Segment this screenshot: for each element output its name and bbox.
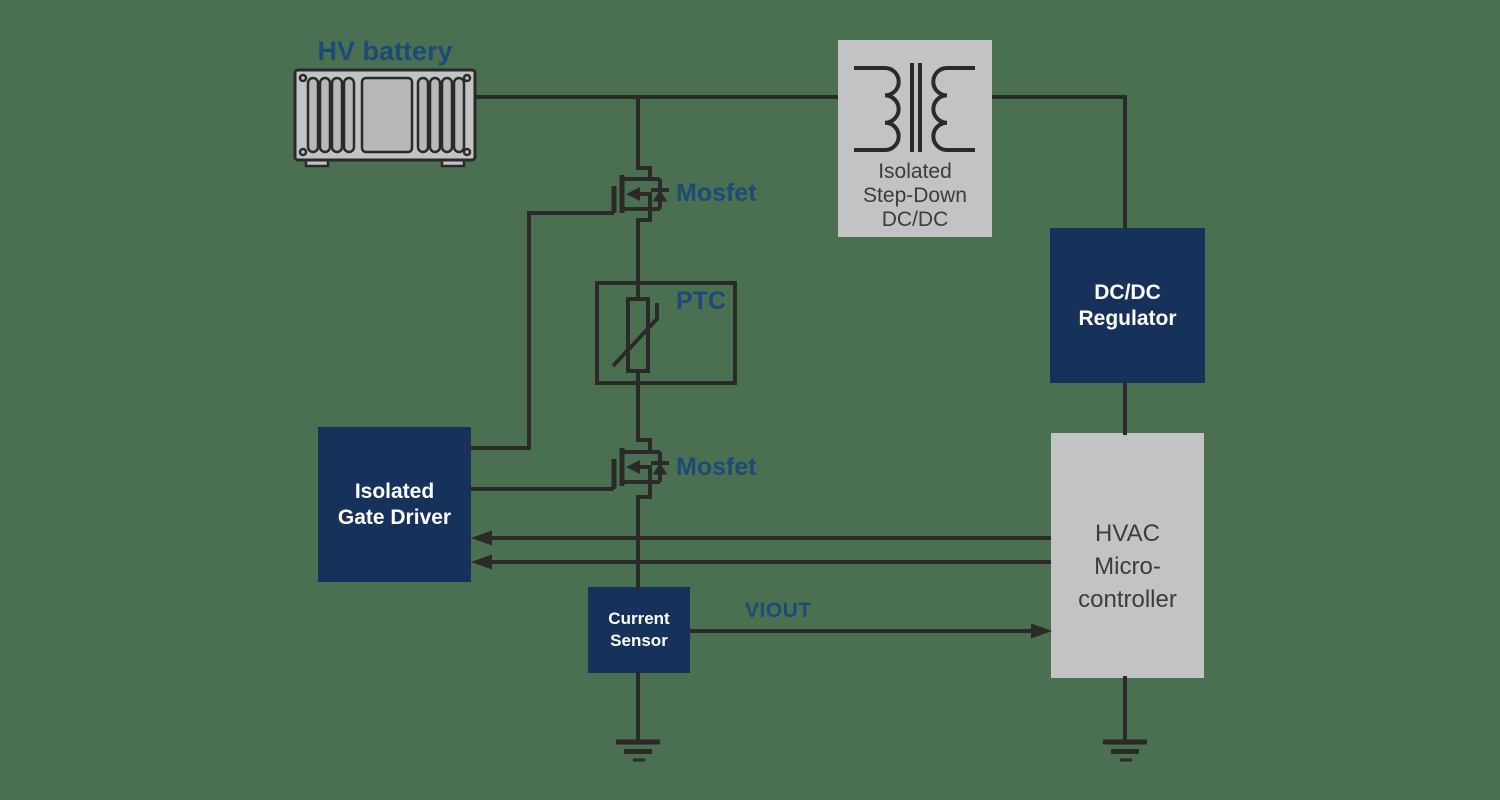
battery-screw — [462, 147, 472, 157]
thermistor-strike — [611, 303, 659, 368]
wire-ptc-to-mosfet-bottom-drain — [636, 369, 652, 452]
battery-center-panel — [360, 76, 414, 154]
wire-mosfet-bottom-source-to-sensor — [636, 482, 652, 589]
current-sensor-label-line1: Current — [608, 609, 670, 628]
mosfet-top-icon — [611, 175, 669, 213]
arrowhead-right-icon — [1031, 623, 1052, 639]
wire-rail-to-mosfet-top-drain — [636, 95, 652, 179]
battery-screw — [462, 73, 472, 83]
body-diode-icon — [652, 463, 668, 475]
hvac-microcontroller-box: HVAC Micro- controller — [1051, 433, 1204, 678]
mosfet-body-arrow-icon — [626, 460, 640, 474]
ground-icon-right — [1103, 739, 1147, 762]
battery-foot-right — [440, 156, 466, 168]
wire-mosfet-top-source-to-ptc — [636, 209, 652, 301]
body-diode-icon — [652, 190, 668, 202]
battery-body — [293, 68, 477, 162]
mosfet-bottom-label: Mosfet — [676, 453, 757, 481]
wire-hvac-to-driver-signal2 — [471, 554, 1051, 570]
gate-driver-label-line2: Gate Driver — [337, 505, 452, 529]
current-sensor-label-line2: Sensor — [610, 631, 668, 650]
hvac-label-line2: Micro- — [1094, 553, 1161, 580]
hvac-label-line3: controller — [1078, 586, 1177, 613]
wire-dcdc-to-regulator — [992, 95, 1127, 228]
wire-viout-signal — [690, 623, 1052, 639]
isolated-stepdown-dcdc-label-line2: Step-Down — [863, 184, 967, 207]
battery-foot-left — [304, 156, 330, 168]
isolated-stepdown-dcdc-label-line1: Isolated — [878, 160, 952, 183]
mosfet-body-arrow-icon — [626, 187, 640, 201]
hvac-label-line1: HVAC — [1095, 520, 1160, 547]
dcdc-regulator-box: DC/DC Regulator — [1050, 228, 1205, 383]
wire-hvac-to-driver-signal1 — [471, 530, 1051, 546]
arrowhead-left-icon — [471, 530, 492, 546]
isolated-gate-driver-box: Isolated Gate Driver — [318, 427, 471, 582]
isolated-stepdown-dcdc-label-line3: DC/DC — [881, 208, 949, 231]
ptc-label: PTC — [676, 287, 726, 315]
battery-screw — [298, 147, 308, 157]
mosfet-bottom-icon — [611, 448, 669, 489]
current-sensor-box: Current Sensor — [588, 587, 690, 673]
isolated-stepdown-dcdc-box: Isolated Step-Down DC/DC — [838, 40, 992, 237]
wire-driver-to-gate-top — [471, 211, 614, 450]
mosfet-top-label: Mosfet — [676, 179, 757, 207]
battery-screw — [298, 73, 308, 83]
arrowhead-left-icon — [471, 554, 492, 570]
dcdc-regulator-label-line2: Regulator — [1078, 306, 1177, 330]
hv-battery-label: HV battery — [317, 36, 453, 66]
ground-icon-left — [616, 739, 660, 762]
gate-driver-label-line1: Isolated — [354, 479, 435, 503]
dcdc-regulator-label-line1: DC/DC — [1094, 280, 1161, 304]
thermistor-body — [626, 297, 650, 373]
hv-battery-icon — [293, 68, 477, 168]
viout-label: VIOUT — [745, 599, 812, 622]
